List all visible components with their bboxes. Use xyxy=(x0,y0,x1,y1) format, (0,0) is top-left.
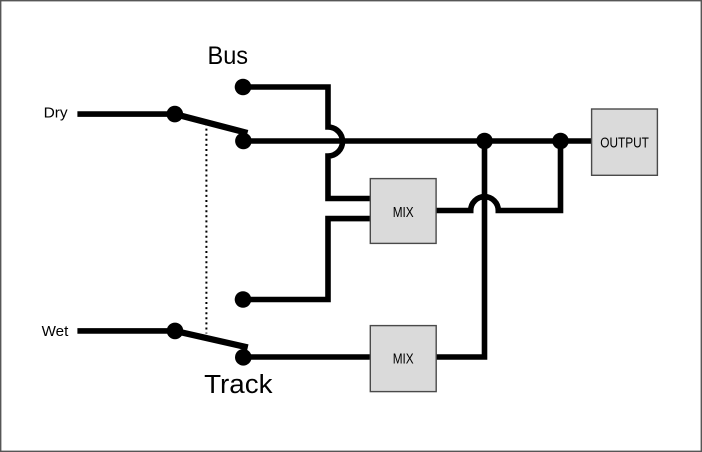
svg-text:MIX: MIX xyxy=(393,204,414,221)
svg-text:Wet: Wet xyxy=(42,324,69,340)
svg-text:Track: Track xyxy=(204,371,273,399)
svg-text:MIX: MIX xyxy=(393,351,414,368)
svg-text:Dry: Dry xyxy=(44,106,69,122)
svg-text:OUTPUT: OUTPUT xyxy=(600,134,649,151)
svg-text:Bus: Bus xyxy=(208,42,249,70)
